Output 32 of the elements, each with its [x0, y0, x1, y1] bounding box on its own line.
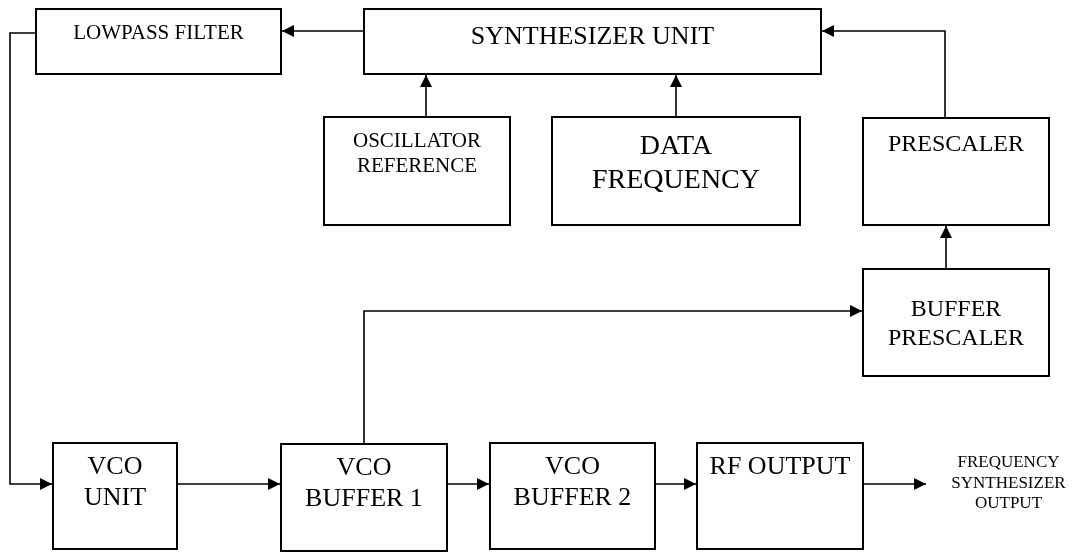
arrow [420, 74, 432, 117]
vco-box [52, 442, 178, 550]
block-label: DATA FREQUENCY [591, 128, 761, 196]
block-label: PRESCALER [888, 129, 1024, 158]
arrow [363, 305, 863, 444]
arrow [670, 74, 682, 117]
buffer-box [862, 268, 1050, 377]
block-label: SYNTHESIZER UNIT [470, 20, 715, 52]
block-label: OSCILLATOR REFERENCE [352, 128, 482, 179]
buffer-box [280, 443, 448, 552]
arrow [655, 478, 697, 490]
oscillator-box [323, 116, 511, 226]
data-box [551, 116, 801, 226]
prescaler-box [862, 117, 1050, 226]
arrow [863, 478, 927, 490]
output-box [696, 442, 864, 550]
arrow [9, 32, 53, 490]
arrow [447, 478, 490, 490]
block-label: RF OUTPUT [709, 450, 851, 482]
unit-box [363, 8, 822, 75]
arrow [281, 25, 364, 37]
block-label: VCO BUFFER 1 [304, 451, 424, 514]
block-label: VCO BUFFER 2 [512, 450, 633, 513]
arrow [177, 478, 281, 490]
arrow [940, 225, 952, 269]
block-label: BUFFER PRESCALER [887, 293, 1025, 352]
arrow [821, 25, 946, 118]
filter-box [35, 8, 282, 75]
block-label: LOWPASS FILTER [73, 20, 244, 46]
block-label: VCO UNIT [82, 450, 148, 513]
buffer-box [489, 442, 656, 550]
output-label: FREQUENCY SYNTHESIZER OUTPUT [950, 452, 1067, 514]
